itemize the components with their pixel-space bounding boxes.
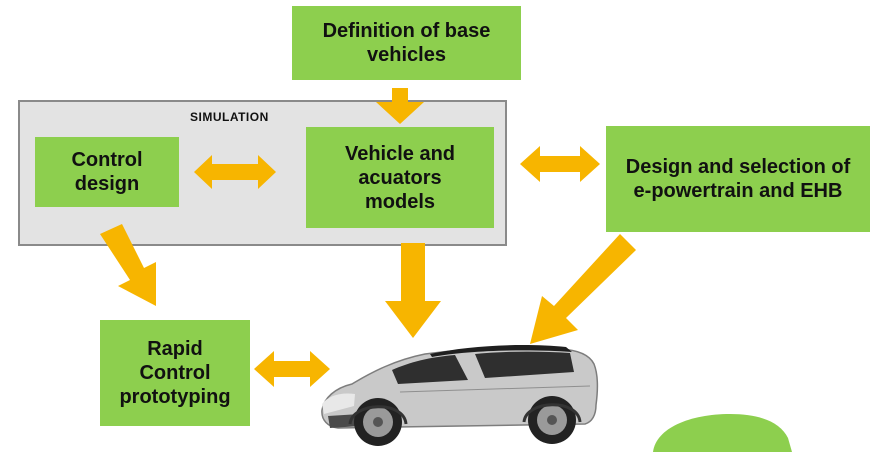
down-arrow-models-to-car bbox=[385, 243, 441, 338]
car-image bbox=[321, 345, 599, 446]
down-arrow-base-to-models bbox=[376, 88, 424, 124]
rcp-text: Rapid Control prototyping bbox=[119, 338, 231, 408]
epowertrain-text: Design and selection of e-powertrain and… bbox=[625, 156, 851, 202]
decorative-green-blob bbox=[653, 414, 792, 452]
rcp-box: Rapid Control prototyping bbox=[100, 320, 250, 426]
diagonal-arrow-epowertrain-to-car bbox=[530, 234, 636, 344]
vehicle-models-box: Vehicle and acuators models bbox=[306, 127, 494, 228]
base-vehicles-box: Definition of base vehicles bbox=[292, 6, 521, 80]
control-design-box: Control design bbox=[35, 137, 179, 207]
vehicle-models-text: Vehicle and acuators models bbox=[344, 142, 456, 213]
double-arrow-control-models bbox=[194, 155, 276, 189]
epowertrain-box: Design and selection of e-powertrain and… bbox=[606, 126, 870, 232]
double-arrow-rcp-car bbox=[254, 351, 330, 387]
diagonal-arrow-control-to-rcp bbox=[100, 224, 156, 306]
double-arrow-models-epowertrain bbox=[520, 146, 600, 182]
control-design-text: Control design bbox=[71, 149, 143, 195]
simulation-label: SIMULATION bbox=[190, 110, 269, 124]
base-vehicles-text: Definition of base vehicles bbox=[322, 20, 491, 66]
